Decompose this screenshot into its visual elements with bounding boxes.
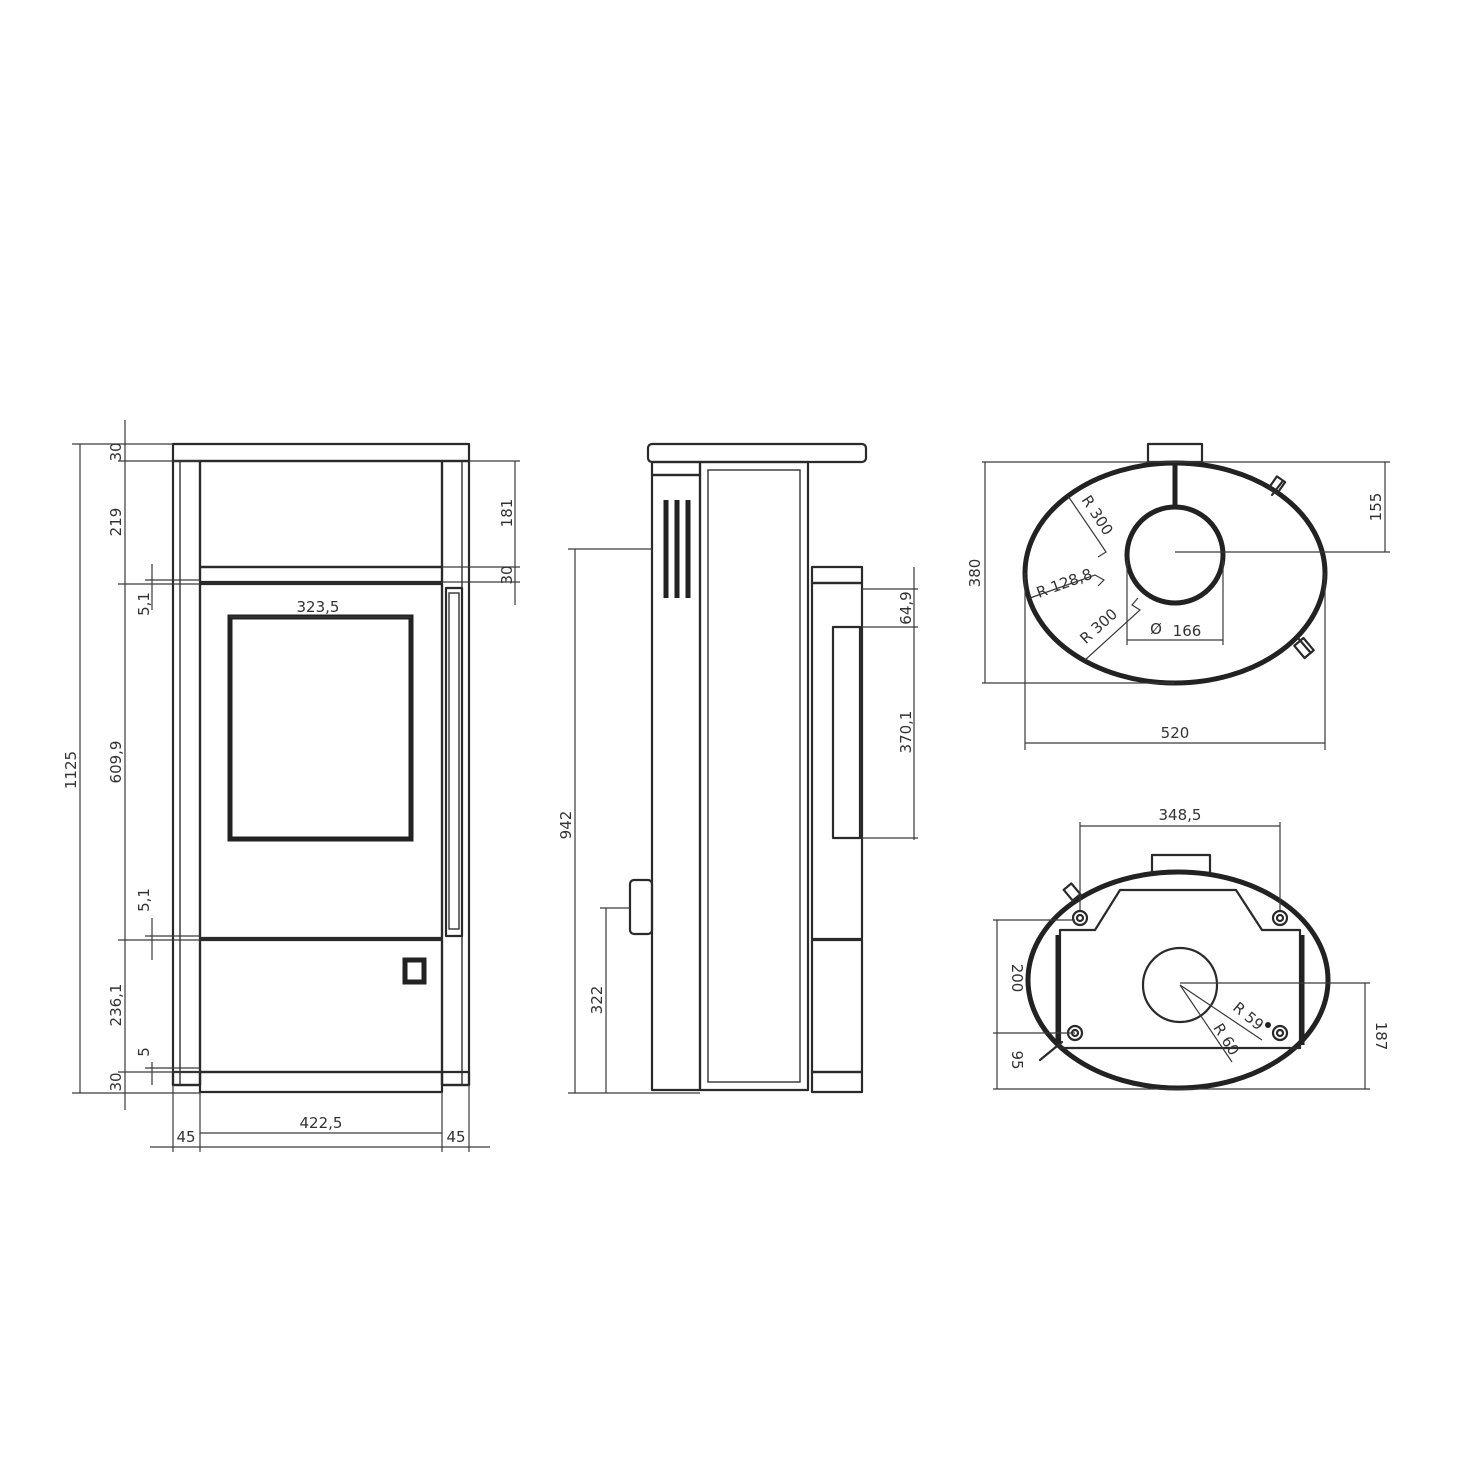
dim-depth-front: 200 <box>1008 964 1026 993</box>
dim-radius-bottom: R 300 <box>1076 605 1121 648</box>
bolt-hole-1 <box>1071 909 1089 927</box>
dim-door-height: 609,9 <box>107 741 125 784</box>
dim-flue-diameter-symbol: Ø <box>1150 620 1162 638</box>
dim-upper-panel: 219 <box>107 508 125 537</box>
dim-handle-length: 370,1 <box>897 711 915 754</box>
dim-gap-lower: 5,1 <box>135 888 153 912</box>
dim-upper-gap: 30 <box>498 565 516 584</box>
dim-flue-offset: 155 <box>1367 493 1385 522</box>
front-left-column <box>171 459 202 1087</box>
bottom-outline <box>1025 869 1331 1091</box>
bolt-hole-2 <box>1271 909 1289 927</box>
front-upper-band <box>198 565 444 584</box>
top-flue-collar <box>1146 442 1204 464</box>
side-rear-handle <box>831 625 862 840</box>
top-flue-circle <box>1124 504 1226 606</box>
bolt-hole-4 <box>1271 1024 1289 1042</box>
dim-total-height: 1125 <box>62 751 80 789</box>
front-upper-panel <box>198 459 444 569</box>
dim-base-plate: 30 <box>107 1072 125 1091</box>
side-rear-upper <box>810 565 864 585</box>
dim-lower-panel: 236,1 <box>107 984 125 1027</box>
front-glass <box>227 614 414 842</box>
dim-air-inlet-height: 322 <box>588 986 606 1015</box>
air-control <box>402 957 427 985</box>
dim-radius-top: R 300 <box>1078 492 1117 539</box>
dim-hole-spacing: 348,5 <box>1159 806 1202 824</box>
dim-inner-width: 422,5 <box>300 1114 343 1132</box>
air-inlet-knob <box>628 878 654 936</box>
dim-center-offset: 187 <box>1372 1022 1390 1051</box>
dim-radius-inner: R 59 <box>1229 998 1267 1034</box>
side-vents <box>663 500 691 598</box>
dim-glass-width: 323,5 <box>297 598 340 616</box>
side-rear-lower <box>810 938 864 1074</box>
side-top-plate <box>646 442 868 464</box>
bottom-view: 348,5 200 95 187 R 59 R 60 <box>993 806 1390 1091</box>
dim-width: 520 <box>1161 724 1190 742</box>
side-view: 942 322 64,9 370,1 <box>557 442 918 1094</box>
dim-top-plate: 30 <box>107 442 125 461</box>
dim-side-right: 45 <box>446 1128 465 1146</box>
bottom-inlet-circle <box>1141 946 1219 1024</box>
dim-upper-panel-inner: 181 <box>498 499 516 528</box>
dim-depth-rear: 95 <box>1008 1050 1026 1069</box>
top-view: 380 155 520 Ø 166 R 300 R 128,8 R 300 <box>966 442 1390 750</box>
bottom-frame <box>1058 888 1302 1050</box>
front-door <box>198 582 444 940</box>
dim-base-gap: 5 <box>135 1047 153 1057</box>
front-view: 1125 30 219 5,1 609,9 5,1 236,1 5 30 181… <box>62 420 520 1152</box>
dim-flue-diameter: 166 <box>1173 622 1202 640</box>
dim-flue-height: 942 <box>557 811 575 840</box>
dim-gap-upper: 5,1 <box>135 592 153 616</box>
dim-radius-outer: R 60 <box>1210 1020 1243 1059</box>
dim-radius-side: R 128,8 <box>1034 565 1095 602</box>
front-top-plate <box>171 442 471 463</box>
side-body <box>698 460 810 1092</box>
side-rear-panel <box>810 581 864 941</box>
front-base <box>198 1070 444 1094</box>
dim-depth: 380 <box>966 559 984 588</box>
dim-side-left: 45 <box>176 1128 195 1146</box>
dim-handle-offset: 64,9 <box>897 591 915 624</box>
door-handle <box>444 586 464 938</box>
